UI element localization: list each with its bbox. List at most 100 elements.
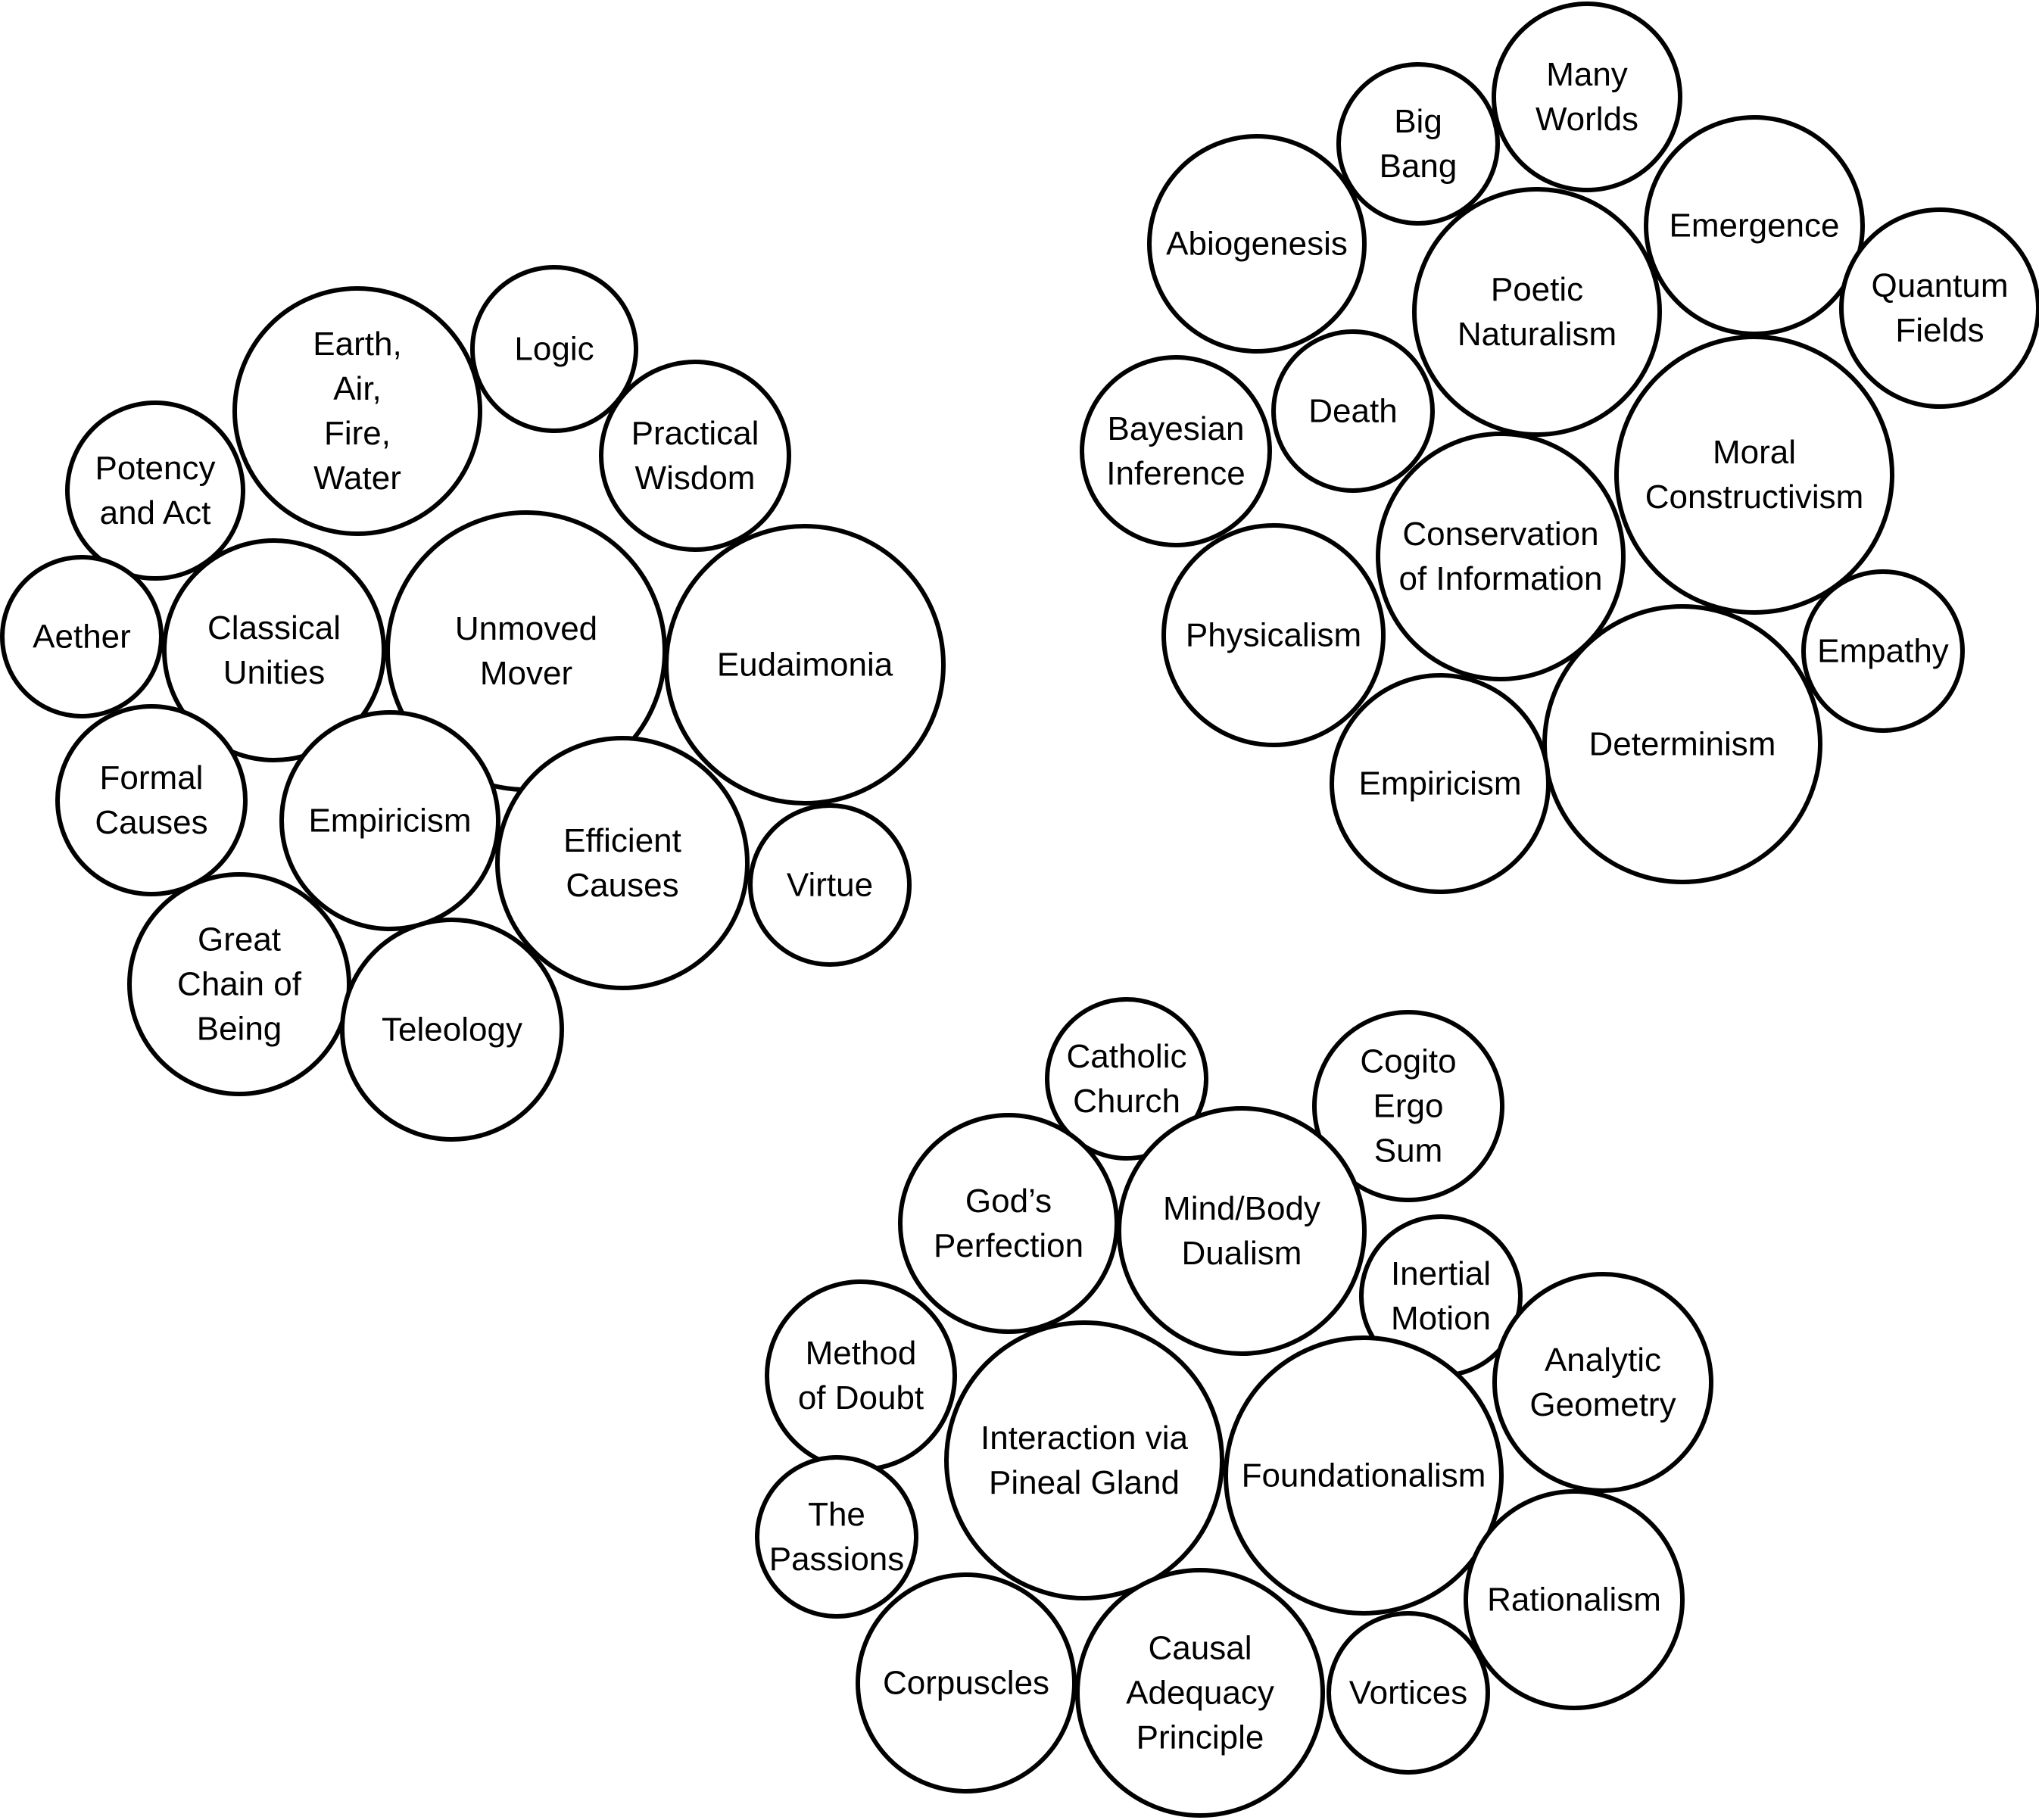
concept-bubble: Earth,Air,Fire,Water — [232, 286, 482, 536]
bubble-label: Water — [313, 460, 401, 497]
bubble-label: Ergo — [1373, 1088, 1444, 1125]
bubble-label: Empiricism — [1358, 765, 1521, 802]
bubble-circle — [755, 1455, 918, 1619]
bubble-label: Death — [1308, 393, 1397, 430]
bubble-circle — [65, 400, 245, 581]
bubble-label: Constructivism — [1645, 478, 1864, 516]
bubble-label: Principle — [1136, 1719, 1264, 1756]
bubble-label: Quantum — [1872, 267, 2009, 304]
bubble-label: Physicalism — [1186, 617, 1361, 654]
bubble-label: Fields — [1895, 312, 1984, 349]
bubble-label: Logic — [514, 331, 594, 368]
bubble-label: Causes — [566, 867, 678, 904]
bubble-circle — [0, 555, 164, 718]
bubble-circle — [898, 1113, 1119, 1334]
bubble-circle — [1161, 523, 1386, 747]
bubble-label: Corpuscles — [883, 1665, 1049, 1702]
concept-bubble: Empiricism — [1330, 673, 1551, 894]
concept-bubble: Determinism — [1542, 604, 1822, 884]
bubble-label: God’s — [965, 1183, 1052, 1220]
bubble-label: Chain of — [177, 966, 302, 1003]
bubble-label: Wisdom — [635, 460, 756, 497]
bubble-circle — [765, 1279, 957, 1472]
bubble-circle — [1312, 1010, 1504, 1202]
bubble-label: Inertial — [1391, 1255, 1491, 1292]
bubble-circle — [1492, 1272, 1713, 1493]
concept-bubble: Vortices — [1327, 1611, 1490, 1775]
bubble-circle — [1327, 1611, 1490, 1775]
bubble-circle — [340, 918, 564, 1142]
bubble-label: Moral — [1713, 434, 1796, 471]
bubble-label: Empathy — [1817, 633, 1949, 670]
bubble-label: Pineal Gland — [989, 1464, 1180, 1501]
bubble-circle — [1614, 335, 1894, 615]
bubble-label: Worlds — [1535, 101, 1638, 138]
bubble-circle — [1117, 1106, 1367, 1356]
bubble-circle — [1839, 207, 2039, 409]
bubble-label: Adequacy — [1126, 1675, 1274, 1712]
bubble-label: Bang — [1380, 148, 1458, 185]
concept-bubble: Foundationalism — [1224, 1335, 1504, 1616]
concept-bubble: Physicalism — [1161, 523, 1386, 747]
bubble-label: and Act — [100, 494, 211, 531]
bubble-label: Causal — [1149, 1630, 1252, 1667]
concept-bubble: Logic — [470, 265, 638, 433]
bubble-label: Teleology — [382, 1011, 522, 1049]
bubble-label: Potency — [95, 450, 216, 487]
bubble-label: Great — [198, 921, 281, 958]
bubble-circle — [279, 710, 500, 931]
bubble-label: Practical — [631, 415, 759, 452]
bubble-label: Naturalism — [1458, 316, 1617, 353]
bubble-label: Mind/Body — [1163, 1190, 1320, 1227]
bubble-label: Empiricism — [308, 802, 471, 840]
bubble-label: Unities — [223, 654, 326, 691]
bubble-label: Catholic — [1067, 1038, 1187, 1075]
bubble-label: Inference — [1106, 455, 1245, 492]
bubble-label: Causes — [95, 804, 207, 841]
bubble-circle — [1224, 1335, 1504, 1616]
bubble-circle — [1330, 673, 1551, 894]
concept-bubble: Corpuscles — [856, 1572, 1077, 1794]
bubble-circle — [55, 704, 248, 896]
bubble-label: Virtue — [787, 867, 873, 904]
bubble-circle — [232, 286, 482, 536]
bubble-circle — [1271, 329, 1435, 493]
concept-bubble: Conservation of Information — [1376, 432, 1626, 681]
bubble-label: Eudaimonia — [717, 647, 893, 684]
bubble-label: Conservation — [1402, 516, 1598, 553]
concept-bubble: Empathy — [1801, 569, 1965, 733]
bubble-circle — [599, 360, 791, 552]
bubble-circle — [470, 265, 638, 433]
bubble-label: Poetic — [1491, 271, 1583, 308]
bubble-circle — [127, 872, 351, 1096]
concept-bubble: Death — [1271, 329, 1435, 493]
bubble-label: Analytic — [1545, 1342, 1661, 1379]
bubble-circle — [495, 736, 750, 990]
bubble-label: Formal — [100, 759, 204, 796]
concept-bubble: Eudaimonia — [664, 524, 946, 806]
bubble-label: Unmoved — [455, 610, 597, 647]
bubble-label: of Doubt — [798, 1379, 924, 1416]
bubble-circle — [748, 803, 912, 967]
bubble-circle — [1075, 1568, 1325, 1818]
bubble-label: Rationalism — [1487, 1582, 1661, 1619]
bubble-label: of Information — [1398, 560, 1602, 597]
bubble-label: Interaction via — [981, 1420, 1188, 1457]
bubble-label: Classical — [207, 609, 341, 647]
bubble-label: Mover — [480, 655, 572, 692]
